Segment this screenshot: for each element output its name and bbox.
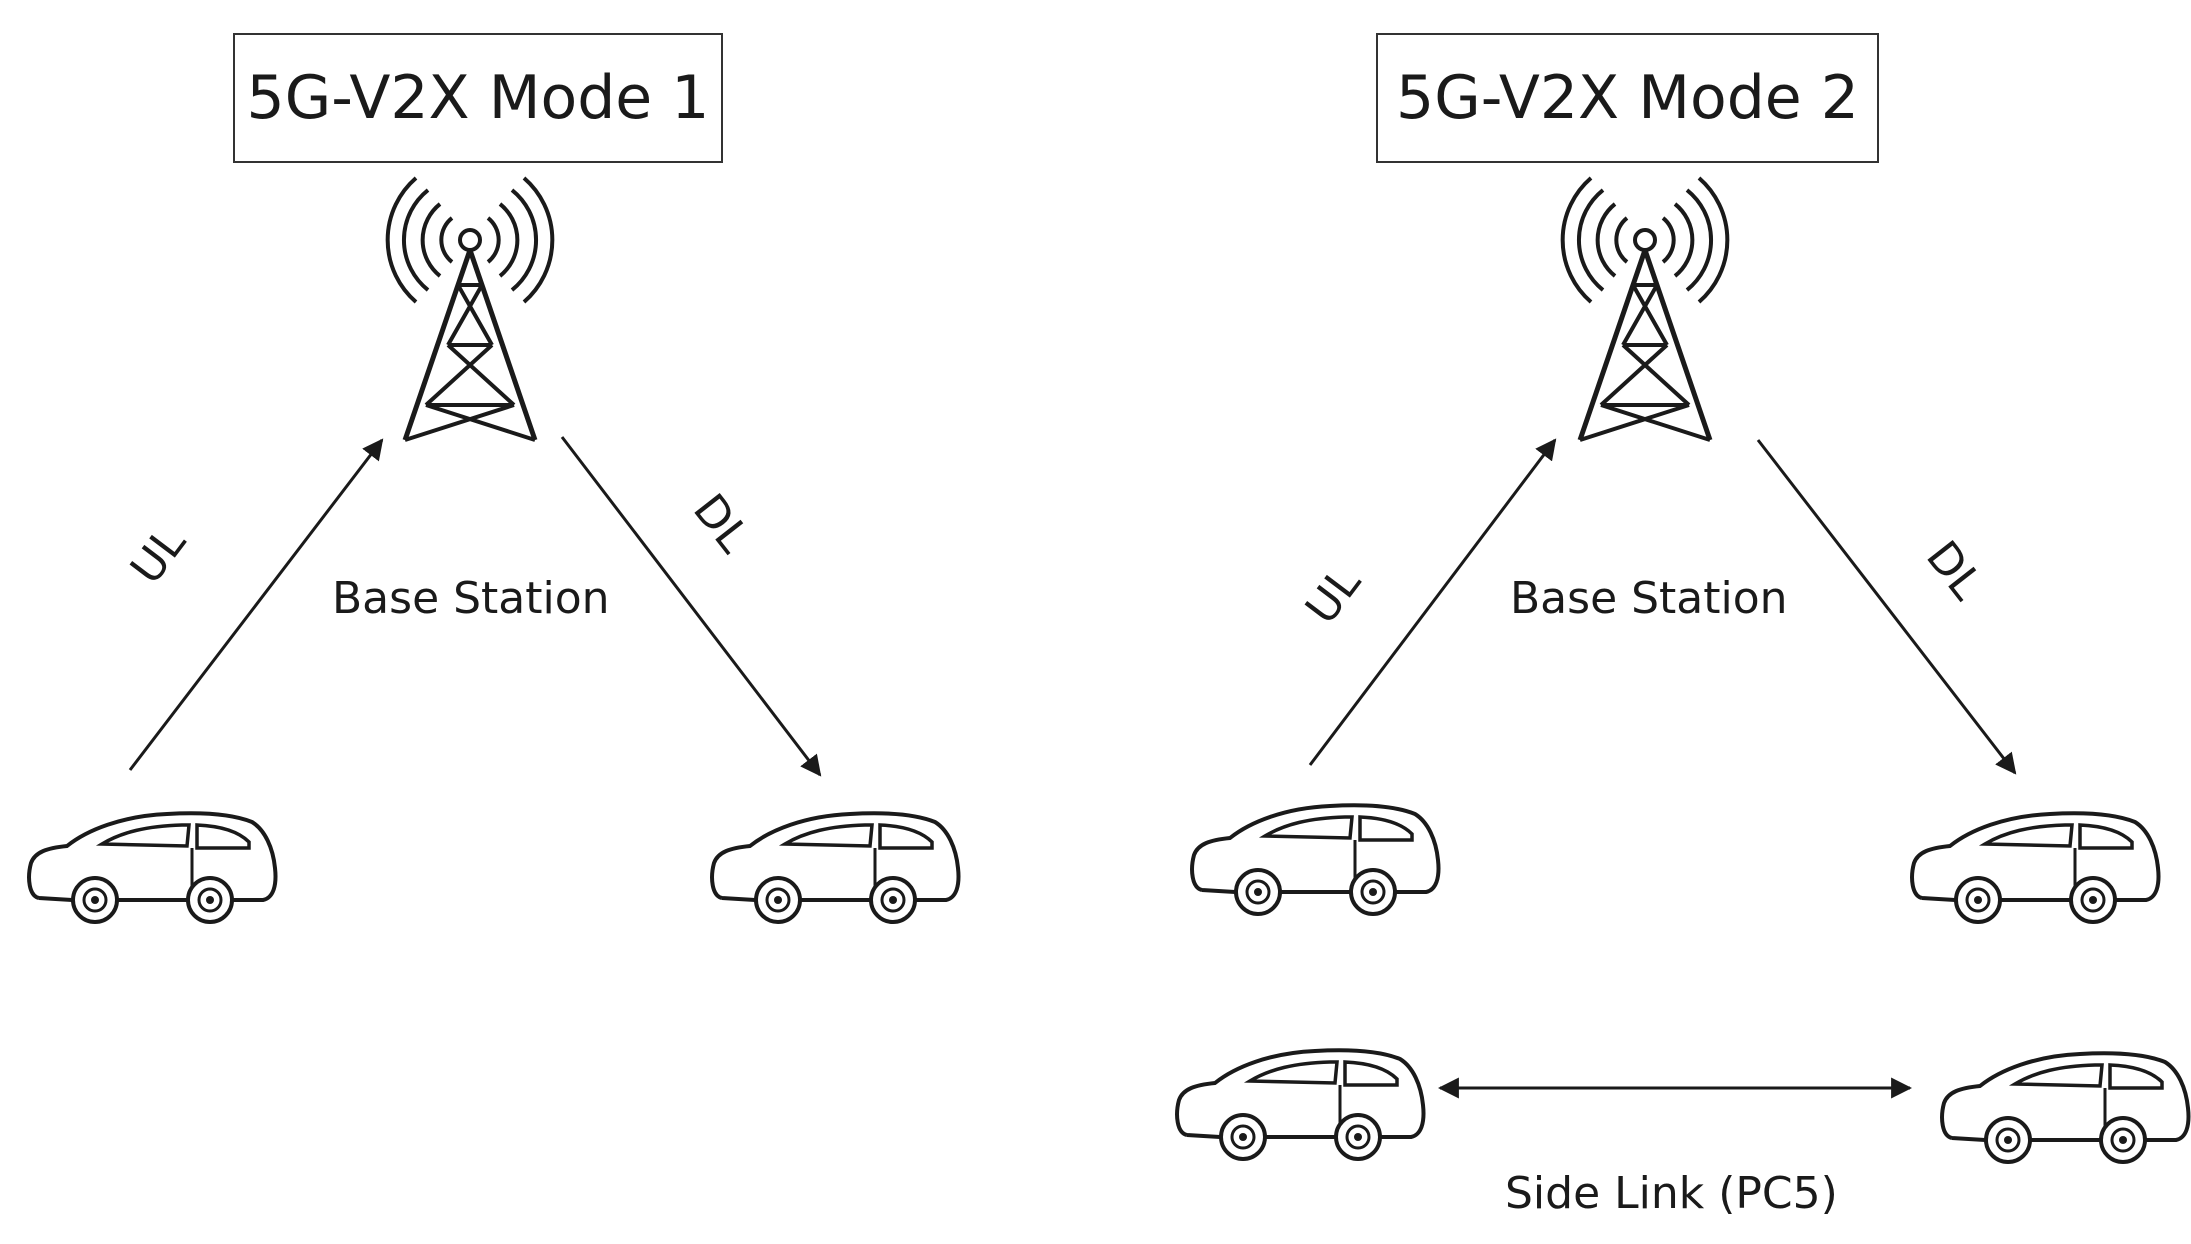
downlink-arrow bbox=[560, 436, 822, 777]
mode2-title: 5G-V2X Mode 2 bbox=[1376, 33, 1879, 163]
cell-tower-icon bbox=[1563, 178, 1728, 440]
mode2-diagram bbox=[1175, 0, 2191, 1164]
car-icon bbox=[1190, 803, 1441, 916]
mode1-diagram bbox=[27, 0, 961, 924]
car-icon bbox=[1940, 1051, 2191, 1164]
base-station-label: Base Station bbox=[1510, 573, 1788, 624]
car-icon bbox=[27, 811, 278, 924]
mode1-panel: 5G-V2X Mode 1 UL DL Base Station bbox=[0, 0, 1095, 1244]
uplink-arrow bbox=[1308, 438, 1557, 766]
mode1-title: 5G-V2X Mode 1 bbox=[233, 33, 723, 163]
car-icon bbox=[1175, 1048, 1426, 1161]
sidelink-label: Side Link (PC5) bbox=[1505, 1168, 1838, 1219]
downlink-arrow bbox=[1756, 439, 2017, 775]
base-station-label: Base Station bbox=[332, 573, 610, 624]
cell-tower-icon bbox=[388, 178, 553, 440]
mode2-panel: 5G-V2X Mode 2 UL DL Base Station Side Li… bbox=[1095, 0, 2191, 1244]
uplink-arrow bbox=[128, 438, 384, 771]
car-icon bbox=[710, 811, 961, 924]
car-icon bbox=[1910, 811, 2161, 924]
